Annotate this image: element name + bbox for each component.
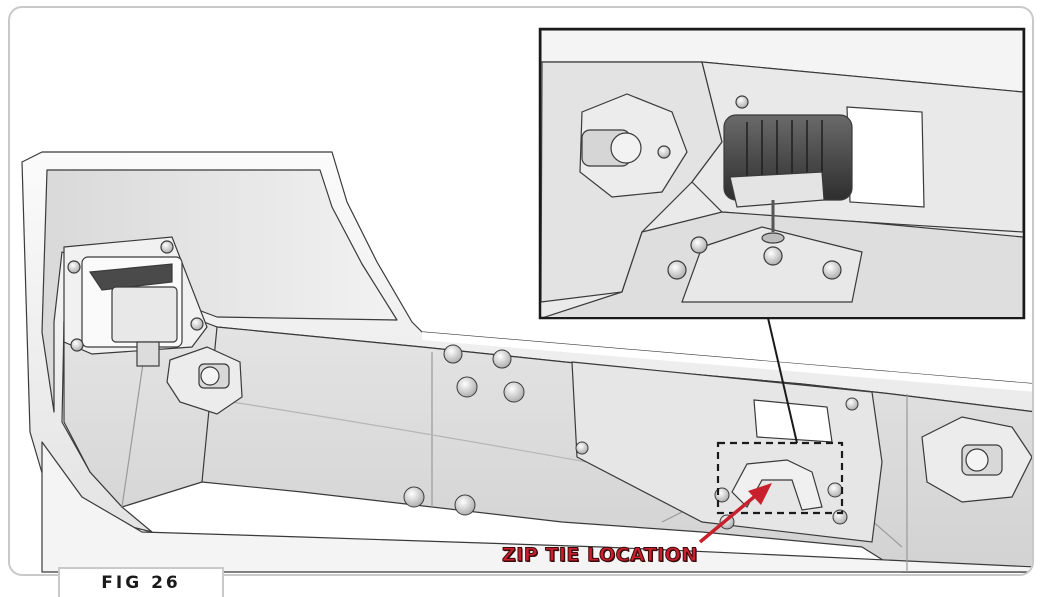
bumper-illustration bbox=[21, 27, 1032, 573]
corner-light bbox=[63, 236, 208, 367]
callout-arrow bbox=[698, 483, 772, 544]
zip-tie-callout-label: ZIP TIE LOCATION bbox=[502, 544, 698, 567]
light-pod bbox=[723, 114, 853, 232]
figure-tab: FIG 26 bbox=[58, 567, 224, 597]
detail-inset bbox=[538, 27, 1026, 320]
figure-frame: ZIP TIE LOCATION bbox=[8, 6, 1034, 576]
hardware-nuts bbox=[403, 344, 859, 530]
zip-tie-highlight-box bbox=[716, 441, 844, 515]
figure-label: FIG 26 bbox=[101, 573, 181, 593]
detail-leader-line bbox=[767, 317, 798, 444]
